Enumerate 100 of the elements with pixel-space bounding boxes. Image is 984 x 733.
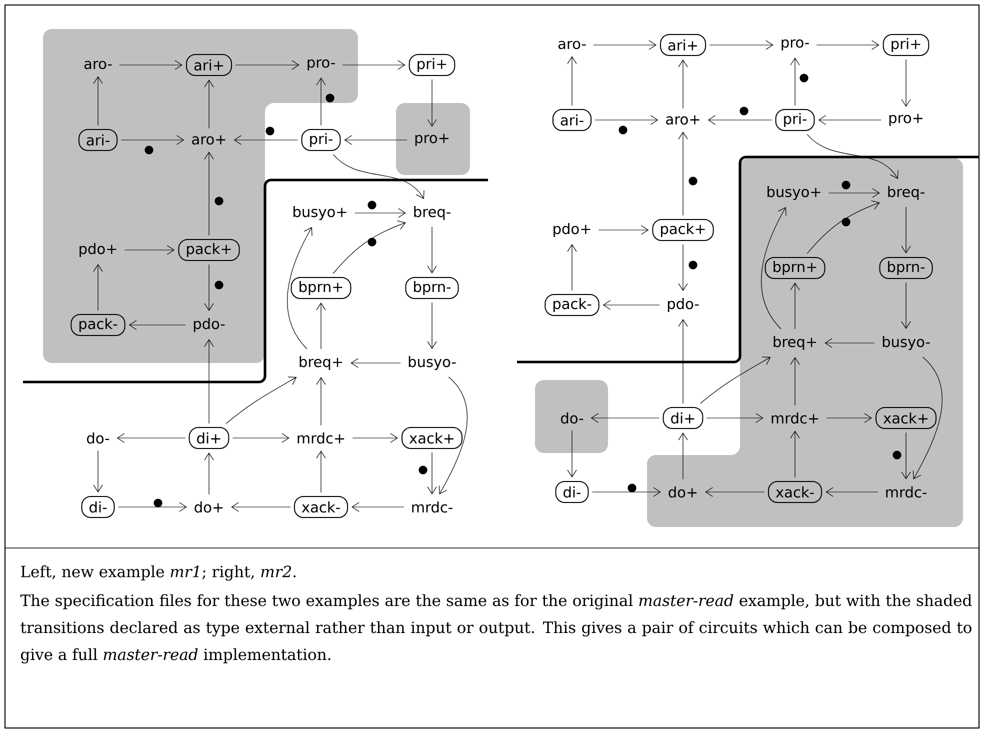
signal-box: di+	[662, 407, 704, 429]
signal-label: pro+	[889, 114, 922, 126]
arrow	[901, 206, 911, 254]
signal-box: bprn-	[879, 257, 933, 279]
arrow	[901, 282, 911, 329]
signal-box: pri+	[408, 54, 456, 76]
arrow	[350, 358, 401, 368]
signal-box: pack-	[70, 314, 126, 336]
signal-label: pdo+	[554, 222, 590, 237]
arrow	[316, 450, 326, 493]
arrow	[828, 188, 880, 198]
arrow	[93, 450, 103, 492]
arrow	[93, 264, 103, 311]
arrow	[706, 413, 764, 423]
signal-label: pro-	[782, 39, 809, 51]
arrow	[204, 452, 214, 495]
signal-label: busyo+	[768, 186, 820, 200]
arrow	[118, 502, 187, 512]
arrow	[316, 302, 326, 350]
arrow	[116, 433, 186, 443]
signal-box: di+	[188, 427, 230, 449]
arrow	[594, 115, 658, 125]
arrow	[678, 60, 688, 109]
signal-box: pri+	[882, 34, 930, 56]
arrow	[427, 452, 437, 494]
arrow	[427, 79, 437, 127]
arrow	[826, 487, 878, 497]
arrow	[678, 132, 688, 216]
arrow	[427, 226, 437, 274]
signal-label: aro+	[192, 135, 226, 145]
signal-label: pdo-	[668, 298, 699, 312]
arrow	[234, 135, 298, 145]
arrow	[332, 154, 424, 199]
arrow	[592, 487, 661, 497]
signal-label: busyo-	[408, 356, 456, 370]
arrow	[678, 244, 688, 291]
arrow	[567, 56, 577, 106]
signal-box: xack-	[294, 496, 348, 518]
arrow	[332, 220, 406, 274]
arrow	[678, 432, 688, 480]
arrow	[567, 430, 577, 478]
signal-label: breq-	[414, 206, 450, 220]
signal-label: busyo-	[882, 336, 930, 350]
arrow	[790, 58, 800, 106]
arrow	[598, 225, 649, 235]
arrow	[352, 433, 398, 443]
arrow	[567, 244, 577, 291]
signal-label: do+	[194, 501, 223, 513]
signal-label: pdo-	[194, 318, 225, 332]
signal-box: xack+	[876, 407, 936, 429]
signal-box: pack+	[652, 219, 714, 241]
arrow	[352, 502, 404, 512]
arrow	[708, 115, 772, 125]
arrow	[119, 60, 182, 70]
arrow	[700, 356, 771, 404]
arrow	[235, 60, 300, 70]
arrow	[128, 320, 186, 330]
signal-label: pro-	[308, 59, 335, 71]
arrow	[709, 40, 774, 50]
arrow	[593, 40, 656, 50]
signal-label: aro+	[666, 115, 700, 125]
signal-label: mrdc+	[298, 432, 344, 444]
arrow	[806, 134, 898, 179]
arrow	[231, 502, 291, 512]
arrow	[590, 413, 660, 423]
signal-box: ari+	[660, 34, 706, 56]
signal-label: do-	[561, 412, 584, 424]
signal-label: breq+	[300, 356, 342, 370]
signal-box: pack+	[178, 239, 240, 261]
arrow	[806, 200, 880, 254]
arrow	[226, 376, 297, 424]
signal-label: breq-	[888, 186, 924, 200]
signal-label: pro+	[415, 134, 448, 146]
arrow	[204, 264, 214, 311]
arrow	[818, 115, 882, 125]
arrow	[826, 413, 872, 423]
signal-box: pack-	[544, 294, 600, 316]
signal-box: bprn+	[290, 277, 352, 299]
arrow	[912, 356, 942, 480]
arrow	[120, 135, 184, 145]
signal-box: pri-	[775, 109, 815, 131]
arrow	[344, 135, 408, 145]
signal-box: xack-	[768, 481, 822, 503]
signal-box: ari-	[552, 109, 592, 131]
arrow	[204, 339, 214, 424]
signal-label: busyo+	[294, 206, 346, 220]
arrow	[316, 377, 326, 426]
arrow	[901, 432, 911, 480]
signal-label: do-	[87, 432, 110, 444]
arrow	[204, 80, 214, 129]
signal-label: mrdc-	[412, 501, 452, 513]
arrow	[316, 78, 326, 126]
signal-box: bprn+	[764, 257, 826, 279]
arrow	[427, 302, 437, 349]
arrow	[790, 282, 800, 330]
signal-box: ari+	[186, 54, 232, 76]
arrow	[705, 487, 765, 497]
signal-box: di-	[81, 496, 115, 518]
signal-box: xack+	[402, 427, 462, 449]
arrow	[760, 207, 786, 330]
